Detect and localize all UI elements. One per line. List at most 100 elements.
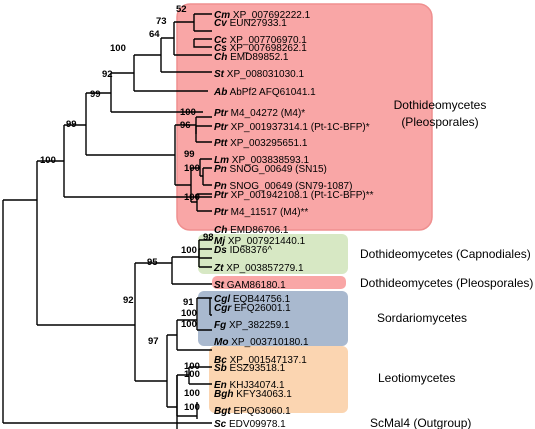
bootstrap-value: 99 <box>184 149 195 160</box>
bootstrap-value: 100 <box>40 155 56 166</box>
leaf-accession: XP_003838593.1 <box>229 155 310 166</box>
leaf-accession: EDV09978.1 <box>226 419 286 429</box>
leaf-accession: EUN27933.1 <box>227 18 287 29</box>
leaf-label: Ptr XP_001937314.1 (Pt-1C-BFP)* <box>214 122 370 133</box>
leaf-accession: AbPf2 AFQ61041.1 <box>227 87 316 98</box>
leaf-accession: XP_382259.1 <box>226 320 290 331</box>
leaf-label: Cgl EQB44756.1 <box>214 294 291 305</box>
leaf-label: Bc XP_001547137.1 <box>214 355 307 366</box>
leaf-genus: Ch <box>214 52 227 63</box>
leaf-label: Ptt XP_003295651.1 <box>214 138 308 149</box>
leaf-genus: Cgl <box>214 294 230 305</box>
capnodiales-clade-box <box>198 234 348 274</box>
bootstrap-value: 96 <box>180 120 191 131</box>
leaf-genus: Cc <box>214 35 227 46</box>
leaf-label: Cv EUN27933.1 <box>214 18 287 29</box>
leaf-accession: XP_008031030.1 <box>224 69 305 80</box>
clade-highlights <box>176 3 433 413</box>
group-label-pleosporales-sub: (Pleosporales) <box>401 115 478 129</box>
leaf-accession: XP_001942108.1 (Pt-1C-BFP)** <box>228 190 374 201</box>
leaf-label: Cs XP_007698262.1 <box>214 43 307 54</box>
bootstrap-value: 97 <box>148 336 159 347</box>
bootstrap-value: 100 <box>184 369 200 380</box>
group-label-outgroup: ScMal4 (Outgroup) <box>370 416 471 429</box>
leaf-accession: XP_003295651.1 <box>227 138 308 149</box>
bootstrap-value: 95 <box>147 257 158 268</box>
leaf-accession: M4_04272 (M4)* <box>228 108 305 119</box>
leaf-labels: Cm XP_007692222.1Cv EUN27933.1Cc XP_0077… <box>213 10 374 429</box>
leaf-genus: Ab <box>213 87 227 98</box>
leaf-label: Cc XP_007706970.1 <box>214 35 307 46</box>
bootstrap-value: 100 <box>184 402 200 413</box>
leaf-accession: EFQ26001.1 <box>231 303 291 314</box>
leaf-genus: Ptr <box>214 207 229 218</box>
leaf-accession: EMD89852.1 <box>227 52 289 63</box>
leaf-accession: KFY34063.1 <box>233 389 292 400</box>
leaf-genus: Zt <box>213 263 224 274</box>
leaf-label: En KHJ34074.1 <box>214 380 285 391</box>
leaf-label: Ch EMD89852.1 <box>214 52 289 63</box>
leaf-genus: St <box>214 280 225 291</box>
leaf-label: Cm XP_007692222.1 <box>214 10 311 21</box>
leaf-label: Ptr M4_04272 (M4)* <box>214 108 305 119</box>
bootstrap-value: 100 <box>110 43 126 54</box>
bootstrap-value: 100 <box>181 308 197 319</box>
leaf-genus: Cgr <box>214 303 232 314</box>
leaf-accession: XP_003710180.1 <box>228 337 309 348</box>
leaf-label: Ptr XP_001942108.1 (Pt-1C-BFP)** <box>214 190 374 201</box>
leaf-genus: Bgh <box>214 389 233 400</box>
bootstrap-value: 100 <box>184 163 200 174</box>
bootstrap-value: 99 <box>66 119 77 130</box>
tree-branches <box>2 13 212 429</box>
leaf-accession: EPQ63060.1 <box>231 406 291 417</box>
group-label-pleosporales: Dothideomycetes <box>394 98 487 112</box>
leaf-genus: Ch <box>214 225 227 236</box>
leaf-genus: Pn <box>214 181 227 192</box>
leaf-accession: EMD86706.1 <box>227 225 289 236</box>
leaf-label: Sc EDV09978.1 <box>214 419 286 429</box>
pleosporales-clade-box <box>176 3 433 231</box>
leaf-label: Ptr M4_11517 (M4)** <box>214 207 308 218</box>
leaf-accession: KHJ34074.1 <box>227 380 285 391</box>
bootstrap-value: 73 <box>156 16 167 27</box>
leaf-genus: Bc <box>214 355 227 366</box>
leaf-label: Sb ESZ93518.1 <box>214 363 286 374</box>
bootstrap-value: 92 <box>102 69 113 80</box>
leaf-accession: SNOG_00649 (SN15) <box>227 164 327 175</box>
leaf-genus: Ptr <box>214 122 229 133</box>
leaf-label: Mo XP_003710180.1 <box>214 337 309 348</box>
leaf-accession: XP_001937314.1 (Pt-1C-BFP)* <box>228 122 370 133</box>
leaf-label: Lm XP_003838593.1 <box>214 155 310 166</box>
bootstrap-value: 64 <box>149 29 160 40</box>
leaf-genus: Mo <box>214 337 228 348</box>
leaf-label: Ab AbPf2 AFQ61041.1 <box>213 87 316 98</box>
bootstrap-value: 100 <box>184 192 200 203</box>
leaf-label: Zt XP_003857279.1 <box>213 263 304 274</box>
leaf-genus: Sc <box>214 419 227 429</box>
leaf-genus: Fg <box>214 320 226 331</box>
leaf-label: St GAM86180.1 <box>214 280 286 291</box>
leaf-accession: ESZ93518.1 <box>227 363 286 374</box>
leaf-label: St XP_008031030.1 <box>214 69 305 80</box>
leaf-genus: Cv <box>214 18 228 29</box>
leaf-label: Mj XP_007921440.1 <box>214 236 306 247</box>
leaf-accession: XP_001547137.1 <box>227 355 308 366</box>
bootstrap-value: 99 <box>90 89 101 100</box>
leaf-genus: Ptr <box>214 190 229 201</box>
leaf-genus: Lm <box>214 155 229 166</box>
bootstrap-value: 100 <box>181 319 197 330</box>
group-label-pleosporales-2: Dothideomycetes (Pleosporales) <box>360 276 533 290</box>
bootstrap-value: 52 <box>176 4 187 15</box>
leaf-accession: XP_007921440.1 <box>225 236 306 247</box>
leaf-label: Pn SNOG_00649 (SN79-1087) <box>214 181 352 192</box>
bootstrap-value: 92 <box>123 295 134 306</box>
bootstrap-value: 98 <box>203 232 214 243</box>
group-label-sordariomycetes: Sordariomycetes <box>377 311 467 325</box>
bootstrap-value: 100 <box>184 388 200 399</box>
leaf-accession: M4_11517 (M4)** <box>228 207 309 218</box>
leaf-accession: XP_007706970.1 <box>227 35 308 46</box>
leaf-genus: Ptr <box>214 108 229 119</box>
bootstrap-value: 100 <box>181 245 197 256</box>
leaf-accession: ID68376^ <box>227 245 273 256</box>
